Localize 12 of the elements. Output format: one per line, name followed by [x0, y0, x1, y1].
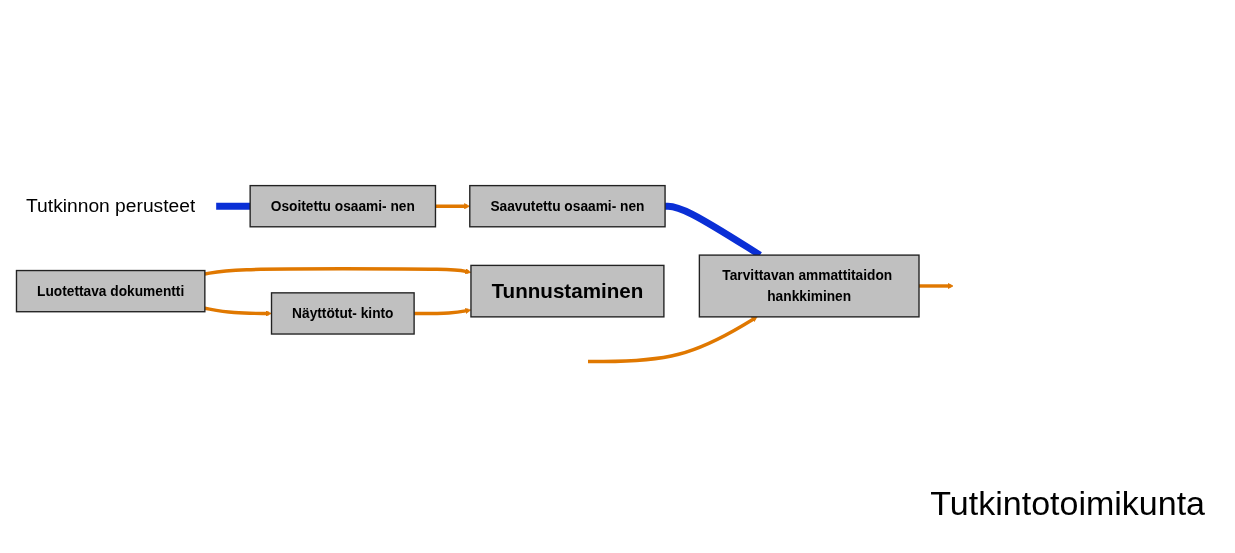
node-box: Tarvittavan ammattitaidon hankkiminen: [698, 254, 920, 318]
arrow: [204, 306, 272, 317]
node-text: Tutkinnon perusteet: [26, 195, 196, 217]
arrow: [588, 316, 758, 364]
arrow: [919, 282, 954, 289]
node-box: Luotettava dokumentti: [15, 269, 206, 313]
connector: [215, 202, 251, 210]
node-box: Tunnustaminen: [470, 264, 665, 318]
node-box: Näyttötut- kinto: [270, 292, 415, 335]
node-box: Osoitettu osaami- nen: [249, 184, 437, 228]
note-text: Tutkintotoimikunta: [930, 484, 1205, 523]
node-box: Saavutettu osaami- nen: [469, 184, 666, 228]
